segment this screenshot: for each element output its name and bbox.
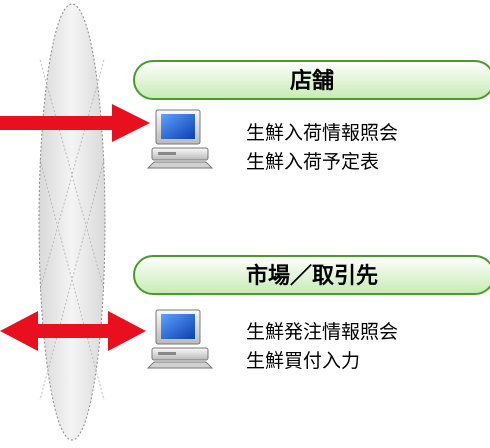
market-header-label: 市場／取引先 — [246, 263, 378, 289]
arrow-right-icon — [0, 104, 150, 142]
section-market-supplier: 市場／取引先 生鮮発注情報照会 生鮮買付入力 — [0, 255, 490, 372]
network-ellipse — [38, 3, 106, 441]
market-item-2: 生鮮買付入力 — [246, 350, 360, 372]
computer-icon — [146, 309, 214, 369]
store-item-1: 生鮮入荷情報照会 — [246, 122, 398, 144]
section-store: 店舗 生鮮入荷情報照会 生鮮入荷予定表 — [0, 60, 490, 173]
store-header-label: 店舗 — [290, 68, 334, 94]
store-item-2: 生鮮入荷予定表 — [246, 151, 379, 173]
computer-icon — [146, 109, 214, 169]
store-header: 店舗 — [133, 60, 490, 100]
market-item-1: 生鮮発注情報照会 — [246, 321, 398, 343]
arrow-bidirectional-icon — [0, 311, 146, 351]
market-header: 市場／取引先 — [133, 255, 490, 295]
